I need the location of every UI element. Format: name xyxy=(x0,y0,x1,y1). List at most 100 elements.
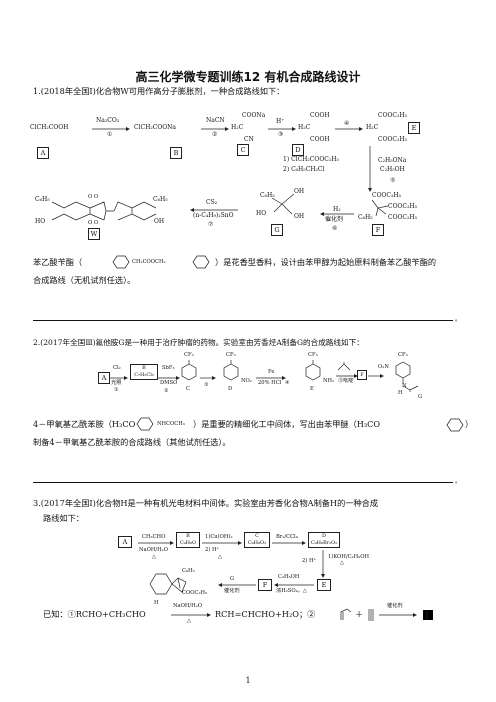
q2-n1: ① xyxy=(114,387,119,393)
q2-answer-line xyxy=(33,482,453,483)
q1-g3: HO xyxy=(256,210,267,217)
q2-r4a: Fe xyxy=(268,369,275,375)
q1-w-skeleton xyxy=(51,201,157,221)
q3-r2a: 1)Cu(OH)₂ xyxy=(205,534,233,540)
q1-w6: O O xyxy=(88,220,99,226)
q1-f3: C₆H₅ xyxy=(358,214,373,221)
q3-known-diene-icon xyxy=(340,608,352,620)
q1-w3: HO xyxy=(35,218,46,225)
q1-w1: C₆H₅ xyxy=(35,196,50,203)
q3-arrow-1 xyxy=(138,541,174,545)
q1-text-struct: CH₂COOCH₂ xyxy=(132,259,166,265)
q2-label-g: G xyxy=(418,394,423,400)
q3-d1: C₉H₈Br₂O₂ xyxy=(310,540,338,546)
q2-label-c: C xyxy=(186,386,190,392)
q2-dot: 。 xyxy=(455,478,462,485)
q3-known-r3: 催化剂 xyxy=(387,603,403,609)
q2-product-benzene-icon xyxy=(136,417,154,431)
q1-label-b: B xyxy=(170,147,182,159)
q2-label-a: A xyxy=(98,372,110,384)
q2-arrow-6 xyxy=(368,374,384,378)
q2-g-benzene-icon xyxy=(395,361,419,392)
q1-g-skeleton xyxy=(271,193,295,215)
q1-r7a: CS₂ xyxy=(206,199,218,206)
q2-r5b: ⑤吡啶 xyxy=(338,378,354,384)
q2-label-d: D xyxy=(228,386,233,392)
q2-scheme: A Cl₂ 光照 ① B C₇H₅Cl₃ SbF₃ DMSO ② CF₃ C ③… xyxy=(98,352,428,412)
q1-s4a: COOH xyxy=(310,112,330,119)
q1-n5: ⑤ xyxy=(390,177,396,184)
q3-arrow-2 xyxy=(202,541,242,545)
q3-known-r1: NaOH/H₂O xyxy=(173,603,203,609)
q2-arrow-3 xyxy=(200,376,216,380)
q3-known-r2: △ xyxy=(187,618,191,624)
q3-h2: COOC₂H₅ xyxy=(182,590,208,596)
q3-r2c: △ xyxy=(218,554,222,560)
q2-text2: ）是重要的精细化工中间体，写出由苯甲醚（H₃CO xyxy=(193,419,381,429)
q1-arrow-7 xyxy=(190,208,238,212)
q3-label-b-box: B C₉H₈O xyxy=(176,532,200,548)
q2-r2b: DMSO xyxy=(160,380,178,386)
q2-arrow-1 xyxy=(110,376,128,380)
q3-label-h: H xyxy=(154,600,159,606)
q1-w5: O O xyxy=(88,194,99,200)
q1-w4: OH xyxy=(154,218,165,225)
q2-c1: CF₃ xyxy=(184,352,194,358)
q2-c-benzene-icon xyxy=(181,360,197,381)
q1-s5c: COOC₂H₅ xyxy=(378,136,408,143)
q3-scheme: A CH₃CHO NaOH/H₂O △ B C₉H₈O 1)Cu(OH)₂ 2)… xyxy=(118,528,438,608)
q1-n6: ⑥ xyxy=(332,225,338,232)
q1-f-skeleton xyxy=(371,199,389,217)
q3-r1b: NaOH/H₂O xyxy=(139,547,169,553)
q2-r1b: 光照 xyxy=(111,380,122,386)
q2-g2: O₂N xyxy=(378,364,389,370)
q3-known-line: 已知：①RCHO+CH₃CHO NaOH/H₂O △ RCH=CHCHO+H₂O… xyxy=(43,603,433,624)
q1-f2: COOC₂H₅ xyxy=(388,203,418,210)
q3-r4b: △ xyxy=(340,560,344,566)
q1-scheme: ClCH₂COOH Na₂CO₃ ① ClCH₂COONa NaCN ② COO… xyxy=(30,100,470,240)
q1-s4b: H₂C xyxy=(298,124,311,131)
q1-text2: ）是花香型香料，设计由苯甲醇为起始原料制备苯乙酸苄酯的 xyxy=(215,257,437,267)
q1-r6b: 催化剂 xyxy=(325,216,344,223)
q1-label-a: A xyxy=(37,147,49,159)
q3-r5a: C₂H₅OH xyxy=(278,574,300,580)
q2-n3: ③ xyxy=(204,382,209,388)
q2-e1: CF₃ xyxy=(308,352,318,358)
q1-r5b: 2) C₆H₅CH₂Cl xyxy=(283,166,325,173)
q1-label-g: G xyxy=(271,224,283,236)
q3-r6b: 催化剂 xyxy=(224,588,240,594)
q3-r6a: G xyxy=(230,576,235,582)
q1-n1: ① xyxy=(107,131,113,138)
q3-r2b: 2) H⁺ xyxy=(205,547,220,553)
q3-known: 已知：①RCHO+CH₃CHO xyxy=(43,609,146,619)
q3-r5b: 浓H₂SO₄，△ xyxy=(276,588,307,594)
q1-arrow-4 xyxy=(335,127,363,131)
q1-label-w: W xyxy=(88,228,100,240)
q3-arrow-4 xyxy=(321,550,325,578)
q1-text1: 苯乙酸苄酯（ xyxy=(33,257,83,267)
q2-acyl-chloride-icon xyxy=(337,362,351,371)
q1-s3a: COONa xyxy=(242,112,266,119)
q3-r1c: △ xyxy=(152,554,156,560)
q1-arrow-5 xyxy=(368,146,372,192)
q2-r4b: 20% HCl xyxy=(258,380,282,386)
q3-b1: C₉H₈O xyxy=(179,540,197,546)
q3-known-alkyne-icon xyxy=(368,609,374,621)
q1-text3: 合成路线（无机试剂任选）。 xyxy=(33,275,136,285)
q2-arrow-5 xyxy=(336,374,358,378)
q2-r2a: SbF₃ xyxy=(162,365,175,371)
q3-label-c-box: C C₉H₈O₂ xyxy=(244,532,270,548)
q3-arrow-3 xyxy=(272,541,306,545)
q1-dot: 。 xyxy=(455,316,462,323)
q1-w2: C₆H₅ xyxy=(153,196,168,203)
q3-r3: Br₂/CCl₄ xyxy=(276,534,298,540)
q3-stem2: 路线如下： xyxy=(43,513,84,523)
q1-text-line1: 苯乙酸苄酯（ CH₂COOCH₂ ）是花香型香料，设计由苯甲醇为起始原料制备苯乙… xyxy=(33,255,436,269)
q2-n4: ④ xyxy=(285,380,290,386)
q1-s1: ClCH₂COOH xyxy=(30,124,69,131)
q2-g3: H xyxy=(398,390,403,396)
q2-label-b-box: B C₇H₅Cl₃ xyxy=(130,364,158,380)
q1-n3: ③ xyxy=(278,131,284,138)
q3-label-a: A xyxy=(118,536,132,548)
q1-r3: H⁺ xyxy=(276,118,285,125)
